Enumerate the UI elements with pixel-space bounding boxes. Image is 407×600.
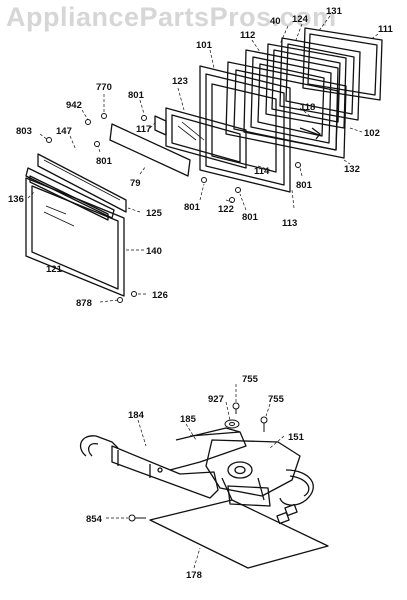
- label-927: 927: [208, 394, 224, 405]
- leader-lines-top: [27, 15, 379, 303]
- label-147: 147: [56, 126, 72, 137]
- door-outer-panel: [25, 177, 125, 297]
- door-liner: [243, 49, 339, 151]
- door-inner-frames: [265, 37, 361, 129]
- label-755-a: 755: [242, 374, 259, 385]
- label-102: 102: [364, 128, 380, 139]
- label-101: 101: [196, 40, 213, 51]
- label-122: 122: [218, 204, 234, 215]
- latch-plate: [149, 499, 329, 569]
- label-801-a: 801: [128, 90, 145, 101]
- door-top-trim: [37, 153, 127, 213]
- latch-motor: [205, 439, 301, 507]
- label-803: 803: [16, 126, 32, 137]
- door-window-frame: [199, 65, 291, 193]
- latch-arm: [169, 427, 247, 471]
- label-112: 112: [240, 30, 255, 41]
- label-854: 854: [86, 514, 103, 525]
- door-bracket: [154, 115, 167, 136]
- label-123: 123: [172, 76, 188, 87]
- label-113: 113: [282, 218, 297, 229]
- label-185: 185: [180, 414, 197, 425]
- label-131: 131: [326, 6, 343, 17]
- label-132: 132: [344, 164, 360, 175]
- label-121: 121: [46, 264, 63, 275]
- label-79: 79: [130, 178, 141, 189]
- leader-lines-bottom: [106, 384, 285, 569]
- part-labels: 131 124 40 111 112 101 770 942 801 123 1…: [8, 6, 394, 581]
- label-140: 140: [146, 246, 162, 257]
- latch-screws: [128, 402, 268, 522]
- label-117: 117: [136, 124, 151, 135]
- label-801-c: 801: [296, 180, 313, 191]
- label-801-d: 801: [184, 202, 201, 213]
- latch-wires: [276, 469, 314, 525]
- label-878: 878: [76, 298, 92, 309]
- label-801-e: 801: [242, 212, 259, 223]
- label-136: 136: [8, 194, 24, 205]
- door-handle: [25, 167, 115, 221]
- latch-hook: [79, 435, 219, 499]
- label-178: 178: [186, 570, 202, 581]
- label-114: 114: [254, 166, 270, 177]
- label-118: 118: [300, 102, 315, 113]
- door-inner-assembly: [225, 61, 347, 159]
- label-801-b: 801: [96, 156, 113, 167]
- label-111: 111: [378, 24, 394, 35]
- label-40: 40: [270, 16, 281, 27]
- label-942: 942: [66, 100, 82, 111]
- label-755-b: 755: [268, 394, 285, 405]
- label-124: 124: [292, 14, 309, 25]
- label-184: 184: [128, 410, 145, 421]
- label-125: 125: [146, 208, 163, 219]
- label-770: 770: [96, 82, 112, 93]
- door-insulation-bar: [109, 123, 191, 177]
- watermark: AppliancePartsPros.com: [6, 2, 337, 32]
- label-151: 151: [288, 432, 305, 443]
- label-126: 126: [152, 290, 168, 301]
